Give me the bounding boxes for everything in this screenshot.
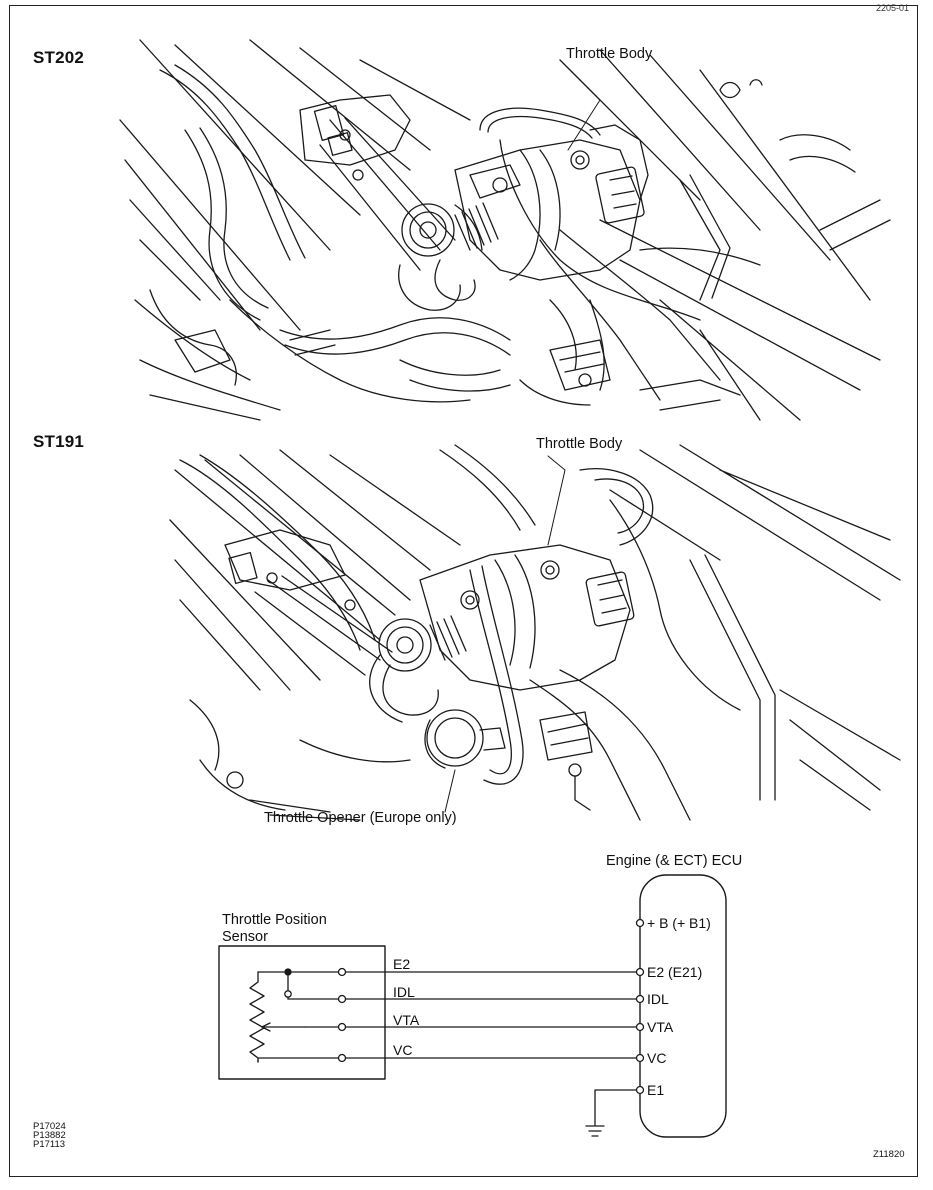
sensor-pin-idl: IDL (393, 984, 415, 1000)
figure-code: Z11820 (873, 1149, 905, 1160)
ecu-pin-plus-b: + B (+ B1) (647, 915, 711, 931)
model-label-st202: ST202 (33, 48, 85, 67)
ref-code-1: P17024 (33, 1121, 66, 1132)
ecu-pin-idl: IDL (647, 991, 669, 1007)
ecu-pin-e1: E1 (647, 1082, 665, 1098)
callout-throttle-opener: Throttle Opener (Europe only) (264, 810, 457, 826)
ecu-pin-e2: E2 (E21) (647, 964, 703, 980)
ecu-title: Engine (& ECT) ECU (606, 853, 743, 869)
wiring-schematic (218, 874, 727, 1138)
sensor-pin-vc: VC (393, 1042, 413, 1058)
ecu-pin-vc: VC (647, 1050, 667, 1066)
sensor-pin-vta: VTA (393, 1012, 420, 1028)
callout-throttle-body-top: Throttle Body (566, 46, 653, 62)
corner-code: 2205-01 (875, 3, 909, 13)
callout-throttle-body-middle: Throttle Body (536, 436, 623, 452)
ground-symbol (585, 1125, 605, 1137)
sensor-title-line1: Throttle Position (222, 912, 327, 928)
model-label-st191: ST191 (33, 432, 85, 451)
sensor-pin-e2: E2 (393, 956, 411, 972)
sensor-title-line2: Sensor (222, 929, 268, 945)
engine-illustration-st202 (119, 39, 891, 421)
ecu-box (639, 874, 727, 1138)
ref-code-2: P13882 (33, 1130, 66, 1141)
engine-illustration-st191 (169, 444, 901, 821)
page-frame: 2205-01 (9, 3, 918, 1177)
ref-code-3: P17113 (33, 1139, 66, 1150)
ecu-pin-vta: VTA (647, 1019, 674, 1035)
sensor-box (218, 945, 386, 1080)
